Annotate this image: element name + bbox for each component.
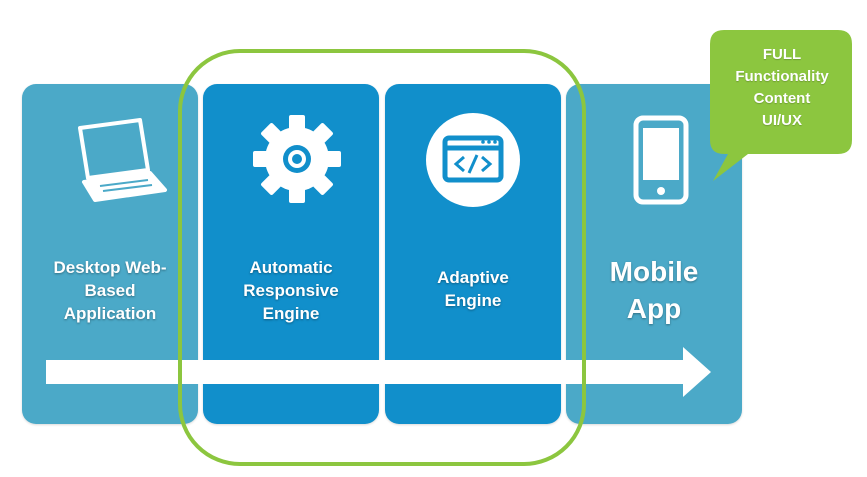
desktop-web-label: Desktop Web- Based Application <box>22 256 198 325</box>
adaptive-engine-panel <box>385 84 561 424</box>
mobile-label-line-1: Mobile <box>609 256 699 287</box>
automatic-label-line-1: Automatic <box>249 258 333 277</box>
callout-line-1: FULL <box>762 46 802 63</box>
callout-line-2: Functionality <box>735 68 829 85</box>
adaptive-label-line-2: Engine <box>444 291 502 310</box>
mobile-label-line-2: App <box>626 293 682 324</box>
adaptive-label-line-1: Adaptive <box>437 268 509 287</box>
callout-line-3: Content <box>753 90 811 107</box>
callout-text: FULL Functionality Content UI/UX <box>712 44 852 132</box>
desktop-label-line-3: Application <box>63 304 157 323</box>
mobile-app-label: Mobile App <box>566 253 742 327</box>
automatic-responsive-label: Automatic Responsive Engine <box>203 256 379 325</box>
desktop-label-line-1: Desktop Web- <box>53 258 167 277</box>
adaptive-engine-label: Adaptive Engine <box>385 266 561 312</box>
desktop-web-panel <box>22 84 198 424</box>
automatic-label-line-2: Responsive <box>243 281 339 300</box>
callout-line-4: UI/UX <box>761 112 802 129</box>
automatic-responsive-panel <box>203 84 379 424</box>
desktop-label-line-2: Based <box>84 281 136 300</box>
automatic-label-line-3: Engine <box>262 304 320 323</box>
